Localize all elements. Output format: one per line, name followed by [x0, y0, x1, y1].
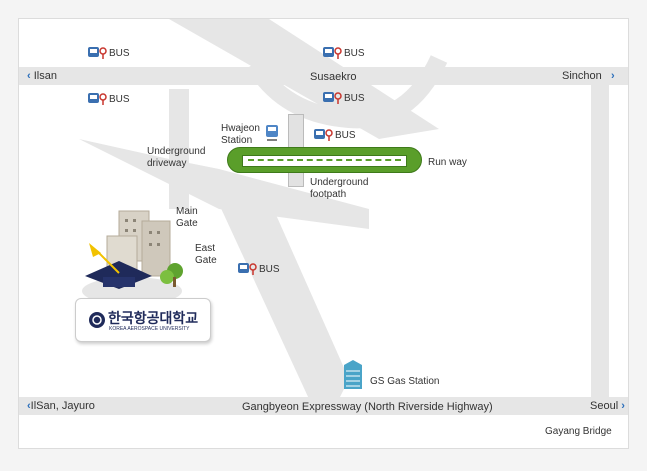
bus-stop-6: BUS — [237, 262, 280, 276]
train-icon — [265, 124, 279, 147]
road-susaekro — [19, 67, 628, 85]
university-name-ko: 한국항공대학교 — [108, 311, 199, 327]
road-label-seoul[interactable]: Seoul › — [590, 400, 625, 412]
bus-icon — [322, 91, 342, 105]
arrow-right-icon: › — [621, 400, 625, 412]
bus-icon — [87, 92, 107, 106]
road-label-ilsan[interactable]: ‹ Ilsan — [27, 70, 57, 82]
arrow-right-icon: › — [610, 70, 615, 82]
university-logo-icon — [88, 311, 106, 334]
bus-icon — [313, 128, 333, 142]
gayang-bridge-label: Gayang Bridge — [545, 426, 612, 437]
bus-icon — [87, 46, 107, 60]
gas-station-icon — [342, 359, 364, 396]
university-name-en: KOREA AEROSPACE UNIVERSITY — [109, 326, 190, 332]
road-label-ilsan-jayuro[interactable]: ‹IlSan, Jayuro — [27, 400, 95, 412]
map-canvas: ‹ Ilsan Susaekro Sinchon › ‹IlSan, Jayur… — [18, 18, 629, 449]
bus-stop-4: BUS — [322, 91, 365, 105]
gas-station-label: GS Gas Station — [370, 376, 440, 387]
road-label-susaekro: Susaekro — [310, 71, 357, 83]
road-diagonal-southwest — [79, 139, 369, 229]
arrow-left-icon: ‹ — [27, 400, 31, 412]
university-badge[interactable]: 한국항공대학교 KOREA AEROSPACE UNIVERSITY — [75, 298, 211, 342]
bus-stop-5: BUS — [313, 128, 356, 142]
road-diagonal-south — [219, 199, 349, 399]
bus-stop-2: BUS — [322, 46, 365, 60]
bus-icon — [237, 262, 257, 276]
road-vertical-west — [169, 89, 189, 209]
university-illustration — [77, 201, 187, 311]
runway-label: Run way — [428, 157, 467, 168]
road-gangbyeon — [19, 397, 628, 415]
arrow-left-icon: ‹ — [27, 70, 31, 82]
road-curve-susaekro — [246, 55, 448, 129]
road-vertical-east — [591, 85, 609, 397]
road-label-sinchon[interactable]: Sinchon › — [562, 70, 615, 82]
bus-icon — [322, 46, 342, 60]
road-label-gangbyeon: Gangbyeon Expressway (North Riverside Hi… — [242, 401, 493, 413]
bus-stop-3: BUS — [87, 92, 130, 106]
bus-stop-1: BUS — [87, 46, 130, 60]
runway — [227, 147, 422, 173]
